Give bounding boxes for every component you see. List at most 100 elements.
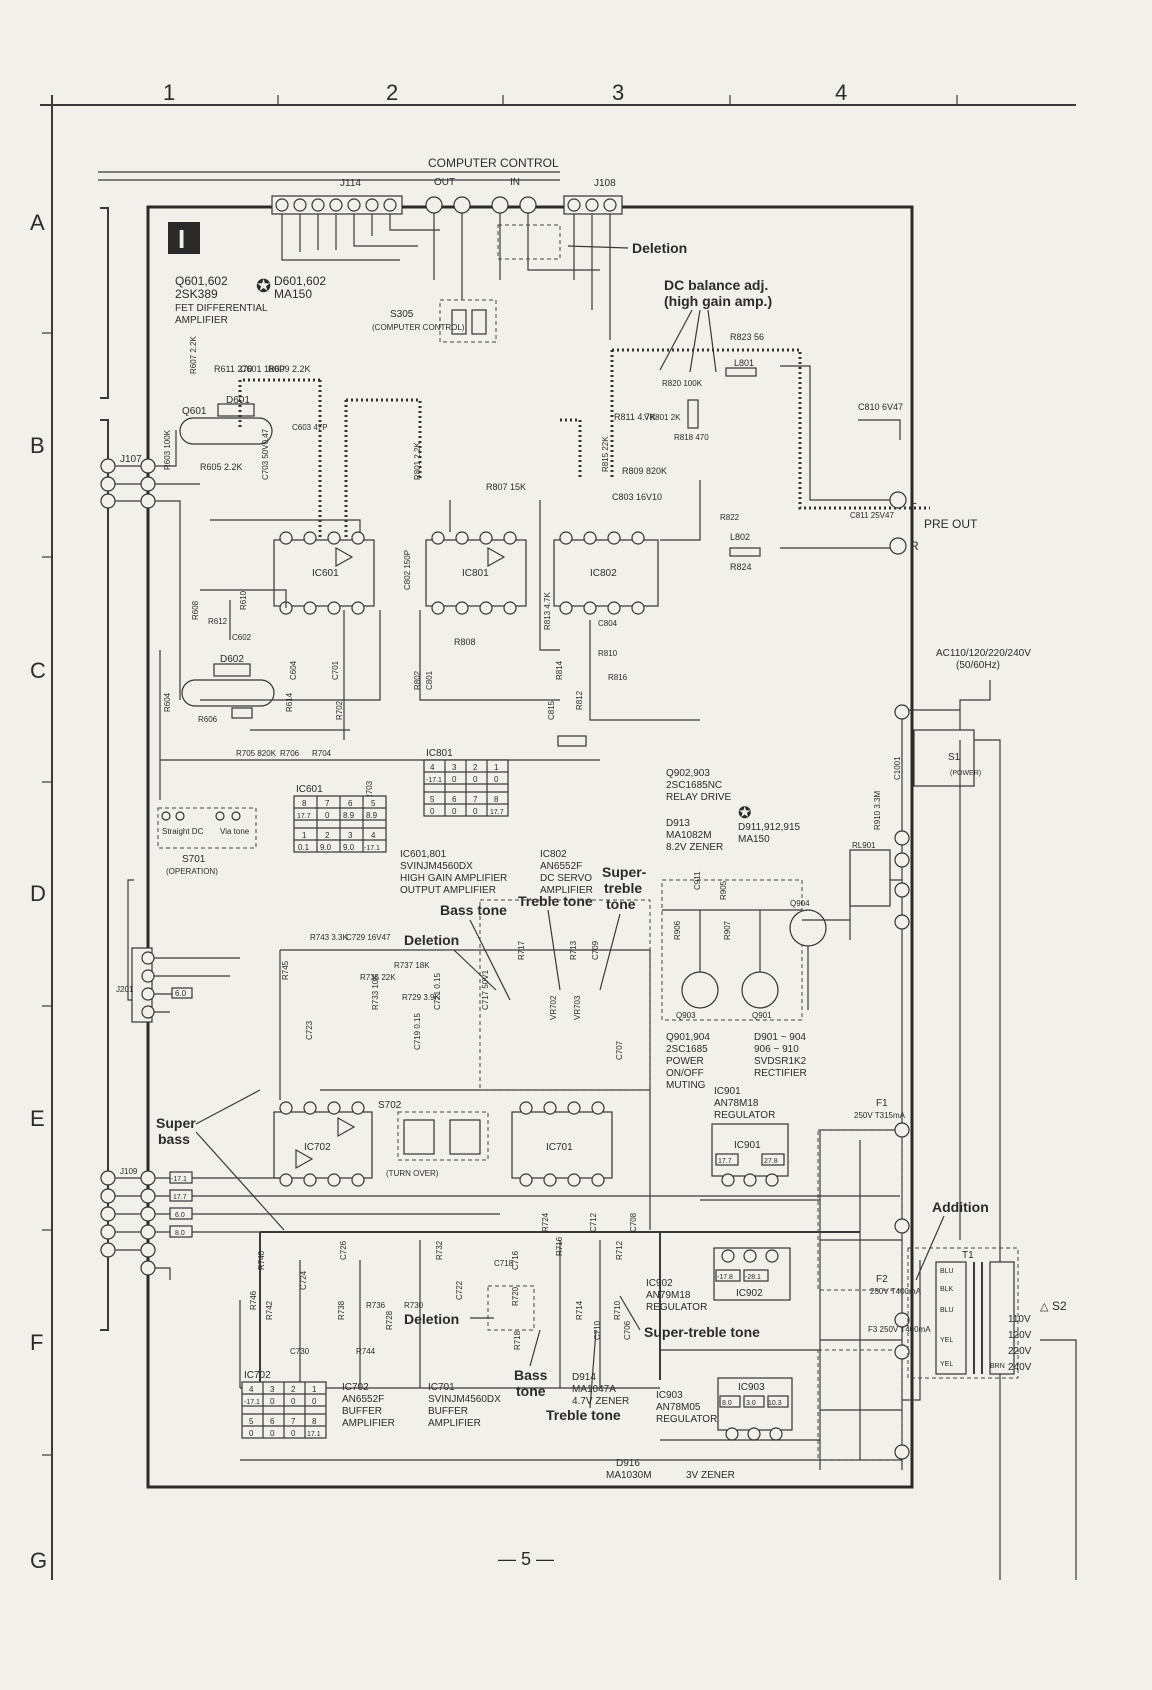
svg-text:IC601: IC601 (312, 568, 339, 579)
svg-text:0: 0 (325, 811, 330, 820)
svg-text:AN78M05: AN78M05 (656, 1402, 701, 1413)
svg-text:C706: C706 (623, 1320, 632, 1340)
svg-text:R704: R704 (312, 749, 332, 758)
bass-tone-annotation-bottom-2: tone (516, 1383, 546, 1399)
s701-switch: Straight DC Via tone S701 (OPERATION) (157, 807, 257, 876)
svg-text:9.0: 9.0 (320, 843, 332, 852)
ic601-801-description: IC601,801 SVINJM4560DX HIGH GAIN AMPLIFI… (400, 849, 507, 896)
svg-text:R713: R713 (569, 940, 578, 960)
svg-text:R906: R906 (673, 920, 682, 940)
grid-row-a: A (30, 210, 45, 235)
svg-text:C811 25V47: C811 25V47 (850, 511, 894, 520)
s305-label: S305 (390, 309, 414, 320)
svg-text:IC901: IC901 (714, 1086, 741, 1097)
grid-row-e: E (30, 1106, 45, 1131)
svg-text:C721 0.15: C721 0.15 (433, 973, 442, 1010)
deletion-annotation-bottom: Deletion (404, 1311, 459, 1327)
svg-text:R612: R612 (208, 617, 228, 626)
svg-text:C718: C718 (494, 1259, 514, 1268)
svg-text:6: 6 (452, 795, 457, 804)
svg-text:C708: C708 (629, 1212, 638, 1232)
svg-text:-17.1: -17.1 (244, 1399, 260, 1406)
j109-connector: J109 -17.1 17.7 6.0 8.0 (100, 1167, 900, 1280)
pre-out-label: PRE OUT (924, 517, 978, 531)
svg-text:AN6552F: AN6552F (342, 1394, 384, 1405)
svg-text:Straight DC: Straight DC (162, 827, 204, 836)
d914-description: D914 MA1047A 4.7V ZENER (572, 1372, 629, 1407)
svg-text:R907: R907 (723, 920, 732, 940)
svg-text:220V: 220V (1008, 1346, 1032, 1357)
j114-label: J114 (340, 178, 361, 189)
svg-text:0: 0 (291, 1429, 296, 1438)
svg-text:F1: F1 (876, 1098, 888, 1109)
deletion-annotation-mid: Deletion (404, 932, 459, 948)
svg-text:0: 0 (249, 1429, 254, 1438)
svg-text:DC SERVO: DC SERVO (540, 873, 592, 884)
svg-text:D914: D914 (572, 1372, 596, 1383)
board-brackets (100, 207, 134, 1331)
svg-text:110V: 110V (1008, 1314, 1031, 1325)
svg-text:8.9: 8.9 (343, 811, 355, 820)
ic901-description: IC901 AN78M18 REGULATOR (714, 1086, 775, 1121)
section-marker-label: I (178, 224, 185, 254)
svg-text:4: 4 (371, 831, 376, 840)
grid-row-g: G (30, 1548, 47, 1573)
svg-text:8.9: 8.9 (366, 811, 378, 820)
svg-text:C804: C804 (598, 619, 618, 628)
svg-text:RL901: RL901 (852, 841, 876, 850)
svg-text:C810 6V47: C810 6V47 (858, 402, 903, 412)
svg-text:3: 3 (452, 763, 457, 772)
ac-input: AC110/120/220/240V (50/60Hz) (902, 648, 1031, 1580)
svg-text:R807 15K: R807 15K (486, 482, 526, 492)
svg-text:R717: R717 (517, 940, 526, 960)
warning-icon: △ (1040, 1301, 1049, 1313)
ic702-table-title: IC702 (244, 1370, 271, 1381)
svg-text:R730: R730 (404, 1301, 424, 1310)
svg-text:4: 4 (249, 1385, 254, 1394)
svg-text:R732: R732 (435, 1240, 444, 1260)
d-row-components: R743 3.3K C729 16V47 R745 R735 22K R733 … (281, 933, 624, 1060)
svg-text:VR703: VR703 (573, 995, 582, 1020)
svg-text:2: 2 (325, 831, 330, 840)
svg-text:R808: R808 (454, 637, 476, 647)
ic902-description: IC902 AN79M18 REGULATOR (646, 1278, 707, 1313)
ic702-chip: IC702 (273, 1101, 373, 1187)
svg-text:C803 16V10: C803 16V10 (612, 492, 662, 502)
svg-text:R816: R816 (608, 673, 628, 682)
svg-text:250V T400mA: 250V T400mA (870, 1287, 922, 1296)
svg-text:IC903: IC903 (738, 1382, 765, 1393)
svg-text:AN79M18: AN79M18 (646, 1290, 691, 1301)
power-switch-desc: (POWER) (950, 770, 981, 777)
svg-text:R813 4.7K: R813 4.7K (543, 592, 552, 630)
bass-tone-annotation-bottom-1: Bass (514, 1367, 548, 1383)
q601-chip-label: Q601 (182, 406, 207, 417)
svg-text:AN78M18: AN78M18 (714, 1098, 759, 1109)
svg-text:4: 4 (430, 763, 435, 772)
svg-text:ON/OFF: ON/OFF (666, 1068, 704, 1079)
grid-col-2: 2 (386, 80, 398, 105)
q601-part: 2SK389 (175, 287, 218, 301)
svg-text:BLK: BLK (940, 1286, 954, 1293)
svg-text:5: 5 (430, 795, 435, 804)
svg-text:6: 6 (348, 799, 353, 808)
s702-label: S702 (378, 1100, 402, 1111)
svg-text:Q901,904: Q901,904 (666, 1032, 710, 1043)
svg-text:C717 50V1: C717 50V1 (481, 969, 490, 1010)
svg-text:MUTING: MUTING (666, 1080, 706, 1091)
grid-row-c: C (30, 658, 46, 683)
treble-tone-annotation: Treble tone (518, 893, 593, 909)
svg-text:-17.8: -17.8 (717, 1274, 733, 1281)
grid-col-3: 3 (612, 80, 624, 105)
svg-text:IC701: IC701 (546, 1142, 573, 1153)
svg-text:0: 0 (270, 1397, 275, 1406)
svg-text:-17.1: -17.1 (426, 777, 442, 784)
svg-text:2: 2 (291, 1385, 296, 1394)
svg-text:0: 0 (291, 1397, 296, 1406)
ic601-chip: IC601 (273, 531, 375, 615)
svg-text:R815 22K: R815 22K (601, 436, 610, 472)
svg-text:R603 100K: R603 100K (163, 429, 172, 470)
j114-connector (271, 195, 403, 215)
ic801-table-title: IC801 (426, 748, 453, 759)
power-switch-label: S1 (948, 752, 961, 763)
